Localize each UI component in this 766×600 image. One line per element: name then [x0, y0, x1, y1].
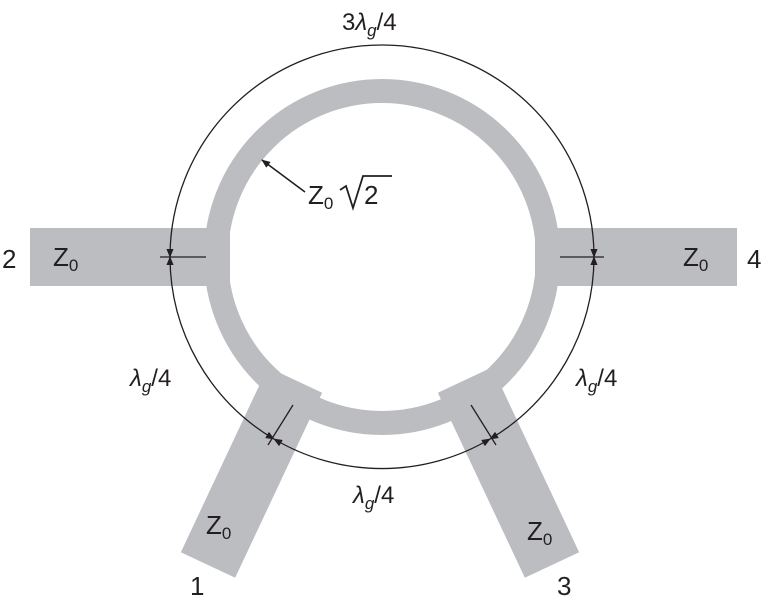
z0-label-port-1: Z0 — [206, 510, 231, 543]
arc-label-left: λg/4 — [128, 365, 171, 396]
arc-left-quarter-wave — [166, 256, 275, 440]
arc-label-right: λg/4 — [574, 365, 617, 396]
arc-top-3-quarter-wave — [166, 44, 598, 258]
port-3-feedline — [437, 367, 580, 578]
ring-impedance-label: Z0 2 — [308, 175, 392, 213]
port-label-2: 2 — [2, 244, 16, 274]
ring-hybrid — [204, 79, 560, 435]
z0-label-port-4: Z0 — [683, 242, 708, 275]
svg-text:Z0: Z0 — [308, 180, 333, 213]
port-label-1: 1 — [190, 571, 204, 600]
arc-bottom-quarter-wave — [273, 438, 491, 470]
sqrt-sign — [339, 175, 392, 211]
reference-ticks — [160, 256, 604, 446]
arc-label-top: 3λg/4 — [342, 9, 397, 40]
arc-label-bottom: λg/4 — [351, 482, 394, 513]
svg-text:2: 2 — [364, 180, 378, 210]
port-1-feedline — [180, 367, 323, 578]
tick-port-3 — [470, 404, 497, 446]
port-label-3: 3 — [557, 571, 571, 600]
z0-label-port-3: Z0 — [527, 516, 552, 549]
port-label-4: 4 — [747, 244, 761, 274]
tick-port-1 — [267, 404, 294, 446]
ring-impedance-pointer — [261, 159, 306, 193]
dimension-arcs — [166, 44, 598, 470]
arc-right-quarter-wave — [489, 256, 598, 440]
z0-label-port-2: Z0 — [53, 242, 78, 275]
